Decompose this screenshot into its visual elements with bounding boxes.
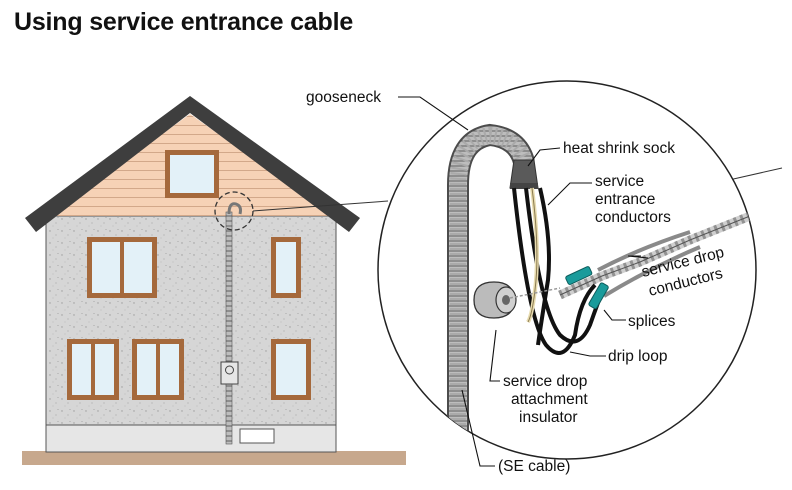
window-lower-left	[67, 339, 119, 400]
service-drop-pointer	[728, 167, 783, 181]
label-insulator-line2: attachment	[511, 391, 588, 408]
window-upper-left	[87, 237, 157, 298]
house	[22, 96, 406, 465]
foundation	[45, 423, 337, 453]
electric-meter	[220, 361, 239, 385]
attachment-insulator	[473, 281, 561, 319]
house-se-cable	[225, 211, 233, 445]
label-splices: splices	[628, 313, 676, 330]
splices	[565, 266, 609, 310]
label-gooseneck: gooseneck	[306, 89, 381, 106]
leader-lines	[398, 96, 649, 467]
label-sec-line3: conductors	[595, 209, 671, 226]
labels: gooseneck heat shrink sock service entra…	[306, 89, 726, 475]
label-drip-loop: drip loop	[608, 348, 667, 365]
heat-shrink-sock	[509, 159, 539, 189]
label-sec-line1: service	[595, 173, 644, 190]
service-drop-conductors	[558, 207, 756, 300]
window-lower-right	[271, 339, 311, 400]
foundation-vent	[239, 428, 275, 444]
ground-strip	[22, 451, 406, 465]
label-se-cable: (SE cable)	[498, 458, 570, 475]
label-insulator-line1: service drop	[503, 373, 587, 390]
window-upper-right	[271, 237, 301, 298]
house-gooseneck	[227, 202, 242, 215]
label-insulator-line3: insulator	[519, 409, 578, 426]
label-heat-shrink-sock: heat shrink sock	[563, 140, 675, 157]
label-sec-line2: entrance	[595, 191, 655, 208]
detail-circle	[377, 80, 757, 460]
page-title: Using service entrance cable	[14, 8, 354, 36]
window-lower-middle	[132, 339, 184, 400]
service-entrance-conductors	[512, 187, 607, 355]
